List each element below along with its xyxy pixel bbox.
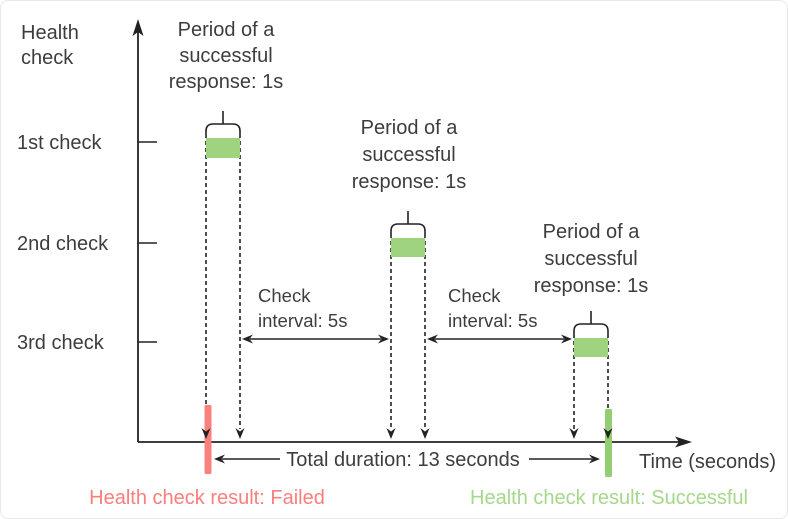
right-arrowhead-icon (561, 334, 572, 344)
period-label-line: response: 1s (352, 171, 467, 193)
check-2-brace-icon (390, 211, 426, 234)
check-interval-1-arrow (242, 334, 389, 344)
period-label-line: response: 1s (534, 275, 649, 297)
check-3-marker (573, 311, 609, 429)
total-duration-arrows (214, 454, 600, 464)
check-2-response-period-band (391, 238, 425, 257)
down-arrowhead-icon (201, 428, 211, 439)
check-1-brace-icon (205, 111, 241, 134)
down-arrowhead-icon (420, 428, 430, 439)
interval-label-line: interval: 5s (448, 310, 537, 331)
down-arrowhead-icon (569, 428, 579, 439)
left-arrowhead-icon (427, 334, 438, 344)
row-label-2nd-check: 2nd check (17, 233, 109, 255)
failed-result-bar (204, 405, 212, 474)
period-label-line: response: 1s (169, 71, 284, 93)
check-3-brace-icon (573, 311, 609, 334)
y-axis-label-line1: Health (21, 22, 79, 44)
x-axis-label: Time (seconds) (639, 451, 776, 473)
failed-result-label: Health check result: Failed (89, 487, 325, 509)
check-1-marker (205, 111, 241, 429)
check-2-period-label: Period of a successful response: 1s (352, 117, 467, 193)
x-axis-arrowhead-icon (675, 436, 692, 448)
row-label-3rd-check: 3rd check (17, 332, 105, 354)
check-interval-2-arrow (427, 334, 572, 344)
period-label-line: Period of a (361, 117, 459, 139)
period-label-line: successful (544, 248, 637, 270)
right-arrowhead-icon (378, 334, 389, 344)
timeline-arrowheads (201, 428, 613, 439)
check-1-response-period-band (206, 138, 240, 158)
period-label-line: successful (362, 144, 455, 166)
left-arrowhead-icon (214, 454, 225, 464)
interval-label-line: Check (258, 285, 311, 306)
check-3-response-period-band (574, 338, 608, 357)
row-label-1st-check: 1st check (17, 132, 102, 154)
left-arrowhead-icon (242, 334, 253, 344)
successful-result-label: Health check result: Successful (470, 487, 748, 509)
check-2-marker (390, 211, 426, 429)
check-1-period-label: Period of a successful response: 1s (169, 19, 284, 93)
successful-result-bar (605, 409, 612, 477)
y-axis-label-line2: check (21, 47, 74, 69)
total-duration-label: Total duration: 13 seconds (286, 449, 520, 471)
y-axis-arrowhead-icon (132, 19, 144, 36)
down-arrowhead-icon (386, 428, 396, 439)
check-interval-1-label: Check interval: 5s (258, 285, 347, 331)
interval-label-line: interval: 5s (258, 310, 347, 331)
period-label-line: Period of a (178, 19, 276, 41)
down-arrowhead-icon (603, 428, 613, 439)
interval-label-line: Check (448, 285, 501, 306)
period-label-line: successful (179, 45, 272, 67)
check-3-period-label: Period of a successful response: 1s (534, 221, 649, 297)
right-arrowhead-icon (589, 454, 600, 464)
check-interval-2-label: Check interval: 5s (448, 285, 537, 331)
period-label-line: Period of a (543, 221, 641, 243)
down-arrowhead-icon (235, 428, 245, 439)
